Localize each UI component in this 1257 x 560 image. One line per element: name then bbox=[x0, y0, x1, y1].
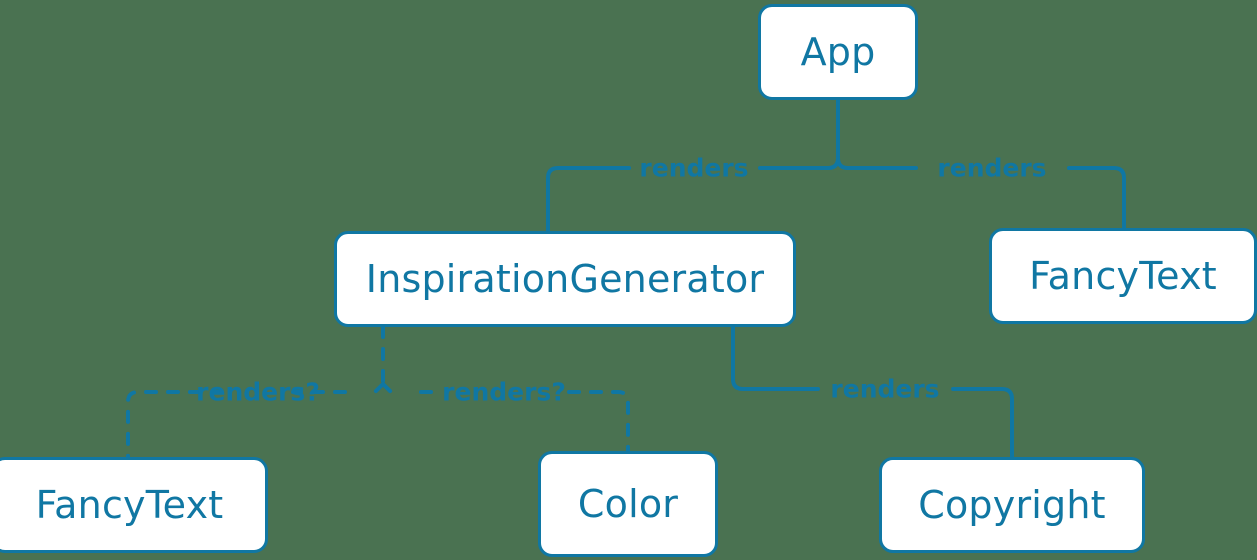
edge-inspirationgenerator-to-color-dashed bbox=[381, 382, 396, 397]
edge-app-to-inspirationgenerator bbox=[758, 156, 840, 170]
node-color-label: Color bbox=[577, 482, 679, 526]
edge-label-inspirationgenerator-to-fancytext: renders? bbox=[196, 377, 320, 407]
edge-inspirationgenerator-to-copyright-2 bbox=[951, 387, 1014, 459]
node-inspirationgenerator-label: InspirationGenerator bbox=[365, 257, 765, 301]
edge-label-app-to-fancytext: renders bbox=[937, 153, 1047, 183]
node-app[interactable]: App bbox=[758, 4, 918, 100]
edge-app-to-fancytext bbox=[836, 156, 918, 170]
edge-inspirationgenerator-to-color-dashed-3 bbox=[567, 390, 630, 453]
edge-app-to-inspirationgenerator-2 bbox=[546, 166, 631, 233]
node-color[interactable]: Color bbox=[538, 451, 718, 557]
edge-inspirationgenerator-to-copyright bbox=[731, 325, 820, 391]
edge-label-inspirationgenerator-to-copyright: renders bbox=[830, 374, 940, 404]
node-fancytext-right[interactable]: FancyText bbox=[989, 228, 1257, 324]
node-inspirationgenerator[interactable]: InspirationGenerator bbox=[334, 231, 796, 327]
edge-label-inspirationgenerator-to-color: renders? bbox=[442, 377, 566, 407]
node-fancytext-bottom-left[interactable]: FancyText bbox=[0, 457, 268, 553]
node-copyright-label: Copyright bbox=[918, 483, 1106, 527]
edge-inspirationgenerator-to-fancytext-dashed bbox=[370, 382, 385, 397]
node-fancytext-right-label: FancyText bbox=[1029, 254, 1217, 298]
node-app-label: App bbox=[800, 30, 876, 74]
edge-inspirationgenerator-to-fancytext-dashed-3 bbox=[126, 390, 224, 459]
edge-app-to-fancytext-2 bbox=[1067, 166, 1126, 230]
edge-label-app-to-inspirationgenerator: renders bbox=[639, 153, 749, 183]
node-fancytext-bottom-left-label: FancyText bbox=[35, 483, 224, 527]
node-copyright[interactable]: Copyright bbox=[879, 457, 1145, 553]
